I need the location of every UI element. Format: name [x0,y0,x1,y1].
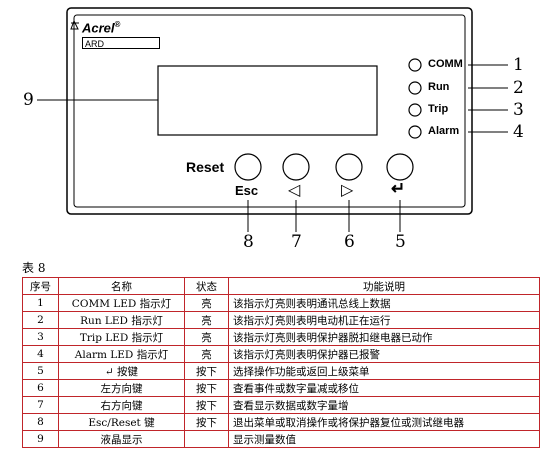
callout-8: 8 [243,232,254,252]
row-function: 选择操作功能或返回上级菜单 [228,362,540,380]
row-function: 该指示灯亮则表明保护器已报警 [228,345,540,363]
esc-label: Esc [235,183,259,198]
row-name: ↵ 按键 [58,362,185,380]
callout-6: 6 [344,232,355,252]
row-state: 亮 [184,311,229,329]
table-row: 4 Alarm LED 指示灯 亮 该指示灯亮则表明保护器已报警 [22,345,540,363]
table-row: 7 右方向键 按下 查看显示数据或数字量增 [22,396,540,414]
trip-led [408,103,422,117]
esc-reset-button [234,153,262,181]
row-function: 该指示灯亮则表明电动机正在运行 [228,311,540,329]
row-name: Run LED 指示灯 [58,311,185,329]
callout-7: 7 [291,232,302,252]
header-index: 序号 [22,277,59,295]
callout-5: 5 [395,232,406,252]
function-table: 序号 名称 状态 功能说明 1 COMM LED 指示灯 亮 该指示灯亮则表明通… [22,277,540,448]
left-button [282,153,310,181]
row-name: 液晶显示 [58,430,185,448]
front-panel-diagram: Acrel® ARD COMM Run Trip Alarm Reset Esc… [23,7,524,252]
row-index: 8 [22,413,59,431]
row-name: COMM LED 指示灯 [58,294,185,312]
row-state: 按下 [184,413,229,431]
row-state: 亮 [184,328,229,346]
row-function: 该指示灯亮则表明保护器脱扣继电器已动作 [228,328,540,346]
callout-9: 9 [23,90,34,110]
table-row: 9 液晶显示 显示测量数值 [22,430,540,448]
row-state: 按下 [184,396,229,414]
table-row: 2 Run LED 指示灯 亮 该指示灯亮则表明电动机正在运行 [22,311,540,329]
callout-4: 4 [513,122,524,142]
run-led [408,81,422,95]
row-name: Trip LED 指示灯 [58,328,185,346]
run-label: Run [428,81,450,93]
row-index: 1 [22,294,59,312]
enter-arrow-icon: ↵ [391,179,406,198]
reset-label: Reset [186,159,225,175]
row-index: 3 [22,328,59,346]
row-state: 按下 [184,379,229,397]
brand-name: Acrel® [82,20,121,36]
alarm-led [408,125,422,139]
row-function: 查看显示数据或数字量增 [228,396,540,414]
right-button [335,153,363,181]
row-function: 退出菜单或取消操作或将保护器复位或测试继电器 [228,413,540,431]
left-arrow-icon: ◁ [288,182,301,199]
callout-3: 3 [513,100,524,120]
row-function: 查看事件或数字量减或移位 [228,379,540,397]
row-function: 显示测量数值 [228,430,540,448]
table-header-row: 序号 名称 状态 功能说明 [22,277,540,295]
table-row: 8 Esc/Reset 键 按下 退出菜单或取消操作或将保护器复位或测试继电器 [22,413,540,431]
comm-led [408,58,422,72]
header-name: 名称 [58,277,185,295]
row-state: 亮 [184,345,229,363]
header-state: 状态 [184,277,229,295]
row-index: 2 [22,311,59,329]
lcd-display-window [157,65,378,136]
table-row: 6 左方向键 按下 查看事件或数字量减或移位 [22,379,540,397]
table-row: 1 COMM LED 指示灯 亮 该指示灯亮则表明通讯总线上数据 [22,294,540,312]
callout-2: 2 [513,78,524,98]
alarm-label: Alarm [428,125,460,137]
row-index: 9 [22,430,59,448]
row-index: 6 [22,379,59,397]
table-row: 5 ↵ 按键 按下 选择操作功能或返回上级菜单 [22,362,540,380]
row-name: 右方向键 [58,396,185,414]
acrel-logo-mark-icon [70,19,79,30]
table-row: 3 Trip LED 指示灯 亮 该指示灯亮则表明保护器脱扣继电器已动作 [22,328,540,346]
row-function: 该指示灯亮则表明通讯总线上数据 [228,294,540,312]
row-index: 7 [22,396,59,414]
right-arrow-icon: ▷ [341,182,354,199]
row-state: 亮 [184,294,229,312]
panel-drawing [37,7,508,232]
header-function: 功能说明 [228,277,540,295]
comm-label: COMM [428,58,463,70]
enter-button [386,153,414,181]
table-caption: 表 8 [22,261,46,275]
model-label: ARD [82,37,160,49]
row-name: Esc/Reset 键 [58,413,185,431]
row-name: Alarm LED 指示灯 [58,345,185,363]
callout-1: 1 [513,55,524,75]
trip-label: Trip [428,103,449,115]
row-state [184,430,229,448]
row-state: 按下 [184,362,229,380]
row-index: 5 [22,362,59,380]
row-index: 4 [22,345,59,363]
row-name: 左方向键 [58,379,185,397]
